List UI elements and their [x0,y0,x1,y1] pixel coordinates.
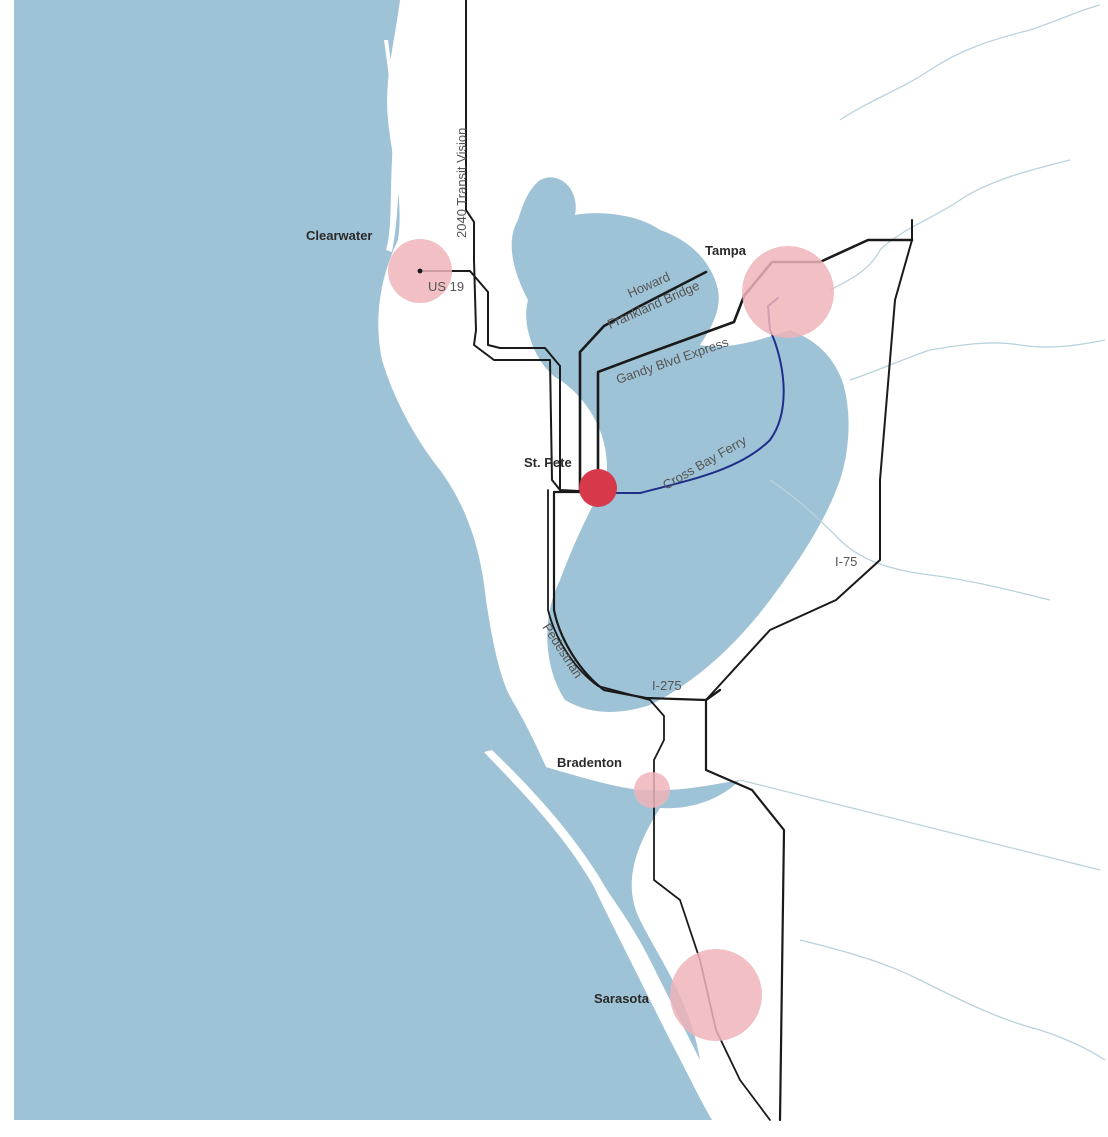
barrier-island-north [384,40,399,252]
hub-sarasota [670,949,762,1041]
route-tampa-east [705,219,913,701]
river-hillsborough [829,159,1071,291]
city-label-clearwater: Clearwater [306,228,372,243]
hub-st-pete [579,469,617,507]
route-ferry [599,297,785,494]
hub-tampa [742,246,834,338]
clearwater-stop [417,268,423,274]
route-label-i75: I-75 [835,554,857,569]
route-howard-frankland [578,270,708,494]
city-label-bradenton: Bradenton [557,755,622,770]
gulf-water [14,0,712,1120]
city-label-sarasota: Sarasota [594,991,650,1006]
city-label-st-pete: St. Pete [524,455,572,470]
route-i275 [552,490,786,1122]
route-transit-vision [465,0,561,491]
route-pedestrian [547,489,771,1121]
route-label-i275: I-275 [652,678,682,693]
route-us19 [419,270,599,493]
route-label-us19: US 19 [428,279,464,294]
sarasota-bay-water [520,760,740,1060]
route-tampa-link [704,688,722,702]
hub-bradenton [634,772,670,808]
river-little-manatee [769,479,1051,601]
city-labels: Clearwater Tampa St. Pete Bradenton Sara… [306,228,747,1006]
river-myakka [799,939,1106,1061]
barrier-island-south [484,750,688,1040]
hubs [388,239,834,1041]
river-manatee [739,779,1101,871]
city-label-tampa: Tampa [705,243,747,258]
route-label-transit-vision: 2040 Transit Vision [454,128,469,238]
river-north [839,4,1101,121]
tampa-bay-water [511,177,849,712]
